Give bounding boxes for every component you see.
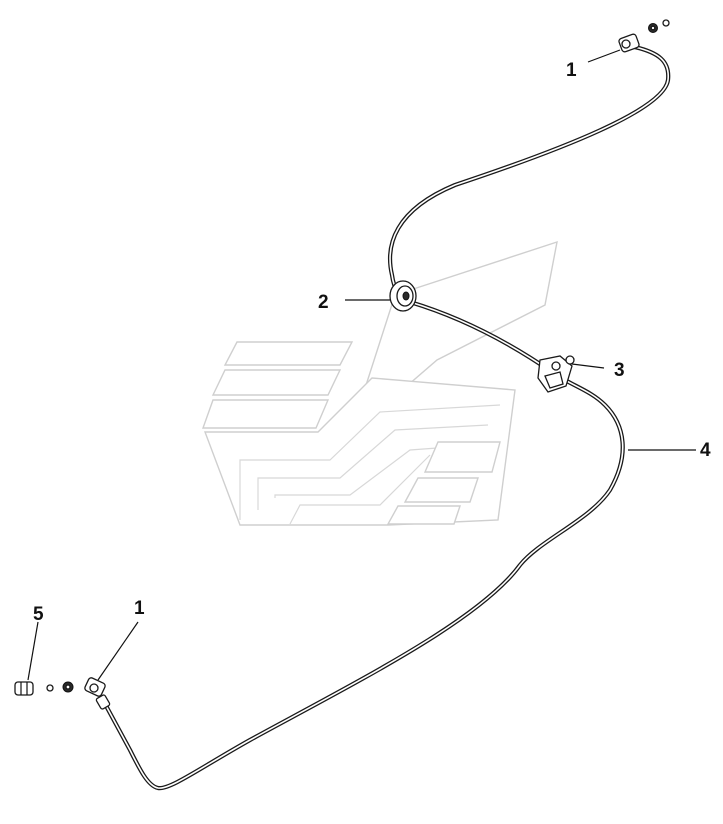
adapter-bolt xyxy=(14,681,34,696)
clamp-tab xyxy=(544,371,564,389)
bottom-fitting-seal xyxy=(46,684,54,692)
pipe-clamp xyxy=(537,355,575,393)
leader-bottom-fitting xyxy=(97,621,139,681)
callout-bottom-fitting: 1 xyxy=(134,598,145,619)
clamp-ring xyxy=(551,361,561,371)
callout-grommet: 2 xyxy=(318,292,329,313)
callout-adapter: 5 xyxy=(33,604,44,625)
callout-top-fitting: 1 xyxy=(566,60,577,81)
watermark-stripe-6 xyxy=(386,505,461,525)
bottom-fitting-nut xyxy=(95,694,111,710)
watermark-stripe-2 xyxy=(211,369,342,396)
callout-labels: 1 2 3 4 1 5 xyxy=(33,60,711,625)
watermark-inner-line-4 xyxy=(289,454,431,525)
watermark-inner-line-2 xyxy=(257,424,489,510)
leader-clamp xyxy=(571,363,605,369)
grommet xyxy=(389,280,417,312)
pipe-core xyxy=(103,45,669,789)
callout-pipe: 4 xyxy=(700,440,711,461)
bottom-fitting-bore xyxy=(89,683,99,693)
adapter-body xyxy=(14,681,34,696)
bottom-fitting-washer-hole xyxy=(65,684,71,690)
leader-adapter xyxy=(27,621,39,681)
watermark-logo xyxy=(202,240,558,526)
watermark-stripe-3 xyxy=(202,399,330,429)
leader-lines xyxy=(27,49,696,681)
top-fitting-washer-hole xyxy=(650,25,656,31)
top-banjo-fitting xyxy=(618,19,670,53)
grommet-hole xyxy=(402,291,410,301)
top-fitting-seal xyxy=(662,19,670,27)
watermark-stripe-5 xyxy=(403,477,479,503)
bottom-banjo-fitting xyxy=(46,677,111,710)
watermark-stripe-4 xyxy=(423,441,501,473)
clamp-bolt xyxy=(565,355,575,365)
brake-pipe xyxy=(101,43,671,791)
watermark-inner-line-3 xyxy=(274,444,479,498)
leader-top-fitting xyxy=(587,49,621,63)
watermark-stripe-1 xyxy=(223,341,354,366)
watermark-inner-line-1 xyxy=(239,404,501,520)
callout-clamp: 3 xyxy=(614,360,625,381)
top-fitting-bore xyxy=(621,39,631,49)
